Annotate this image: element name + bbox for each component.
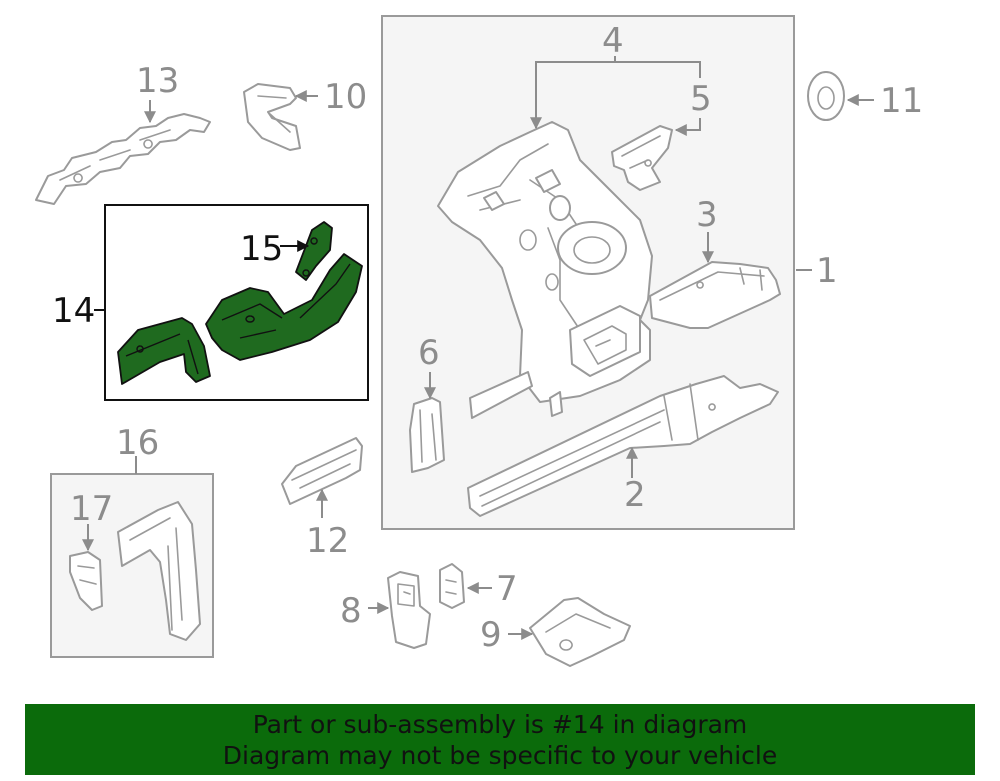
callout-5: 5 [690, 79, 712, 119]
callout-7: 7 [496, 569, 518, 609]
callout-10: 10 [324, 77, 367, 117]
callout-9: 9 [480, 615, 502, 655]
notice-banner: Part or sub-assembly is #14 in diagram D… [25, 704, 975, 775]
part-2-rocker-rail [467, 375, 779, 517]
callout-4: 4 [602, 21, 624, 61]
banner-line-1: Part or sub-assembly is #14 in diagram [252, 709, 748, 739]
callout-12: 12 [306, 521, 349, 561]
callout-6: 6 [418, 333, 440, 373]
part-16-pillar [117, 501, 201, 641]
callout-8: 8 [340, 591, 362, 631]
part-9-floor-bracket [529, 597, 631, 667]
notice-banner-bg [25, 704, 975, 775]
callout-2: 2 [624, 475, 646, 515]
callout-3: 3 [696, 195, 718, 235]
part-11-plug [807, 71, 845, 121]
part-12-rail-piece [281, 437, 363, 505]
callout-14: 14 [52, 291, 95, 331]
callout-11: 11 [880, 81, 923, 121]
callout-16: 16 [116, 423, 159, 463]
part-8-bracket [387, 571, 431, 649]
part-3-side-rail [649, 261, 781, 329]
part-1-apron-assembly [437, 121, 653, 419]
part-13-rail-bracket [35, 113, 211, 205]
callout-15: 15 [240, 229, 283, 269]
banner-line-2: Diagram may not be specific to your vehi… [222, 740, 778, 770]
callout-1: 1 [816, 251, 838, 291]
part-6-bracket [409, 397, 445, 473]
callout-13: 13 [136, 61, 179, 101]
part-17-bracket [69, 551, 103, 611]
part-10-bracket [243, 83, 301, 151]
part-14-assembly-highlighted [117, 221, 363, 385]
part-7-plate [439, 563, 465, 609]
callout-17: 17 [70, 489, 113, 529]
part-5-bracket [611, 125, 673, 191]
